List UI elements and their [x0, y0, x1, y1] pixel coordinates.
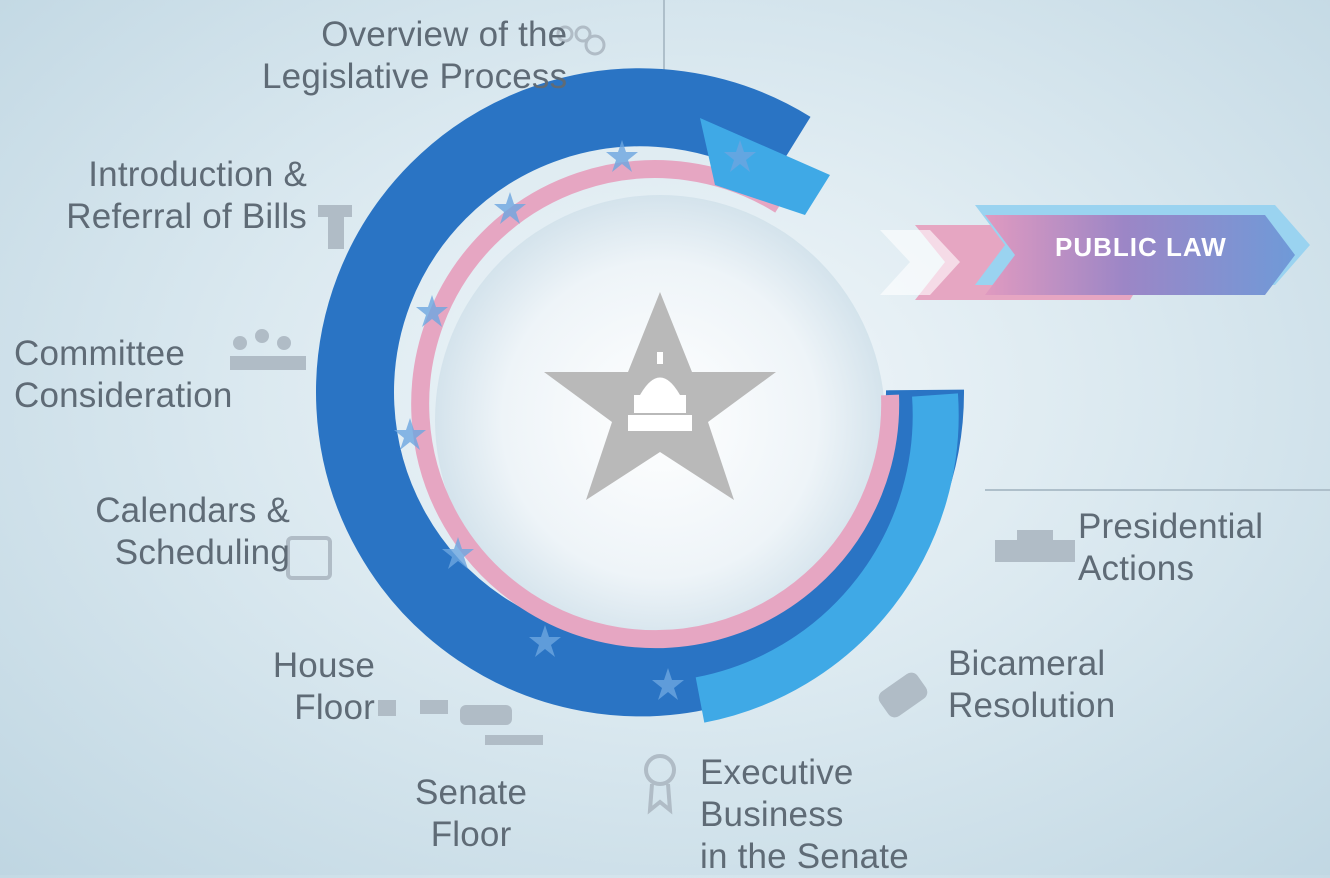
committee-person-2: [255, 329, 269, 343]
ring-light-blue: [695, 393, 959, 723]
step-executive-line-2: Business: [700, 795, 844, 834]
step-introduction-line-1: Introduction &: [88, 155, 307, 194]
capitol-body: [634, 395, 686, 413]
step-calendars[interactable]: Calendars & Scheduling: [95, 490, 290, 574]
podium-icon: [318, 205, 352, 249]
senate-icon-base: [485, 735, 543, 745]
step-introduction[interactable]: Introduction & Referral of Bills: [66, 154, 307, 238]
step-presidential-line-2: Actions: [1078, 549, 1195, 588]
step-executive-line-1: Executive: [700, 753, 854, 792]
ring-top-tail: [700, 118, 830, 215]
podium-stand: [328, 217, 344, 249]
overview-icon-head-1: [556, 25, 574, 43]
ring-star-5: [394, 418, 426, 450]
step-bicameral-line-1: Bicameral: [948, 644, 1106, 683]
step-overview[interactable]: Overview of the Legislative Process: [262, 14, 567, 98]
step-senate-floor[interactable]: Senate Floor: [415, 772, 527, 856]
step-committee[interactable]: Committee Consideration: [14, 333, 233, 417]
step-house-floor-line-1: House: [272, 646, 375, 685]
ring-star-8: [652, 668, 684, 700]
ring-pink: [411, 160, 900, 649]
step-overview-line-2: Legislative Process: [262, 57, 568, 96]
ring-star-2: [724, 140, 756, 172]
committee-person-3: [277, 336, 291, 350]
step-senate-floor-line-2: Floor: [430, 815, 512, 854]
calendar-frame: [286, 536, 332, 580]
step-executive-line-3: in the Senate: [700, 837, 909, 876]
step-executive[interactable]: Executive Business in the Senate: [700, 752, 909, 878]
capitol-spire: [657, 352, 663, 364]
house-icon-2: [420, 700, 448, 714]
committee-person-1: [233, 336, 247, 350]
bicameral-icon-hands: [878, 672, 928, 718]
calendar-icon: [286, 536, 332, 580]
step-house-floor-line-2: Floor: [294, 688, 375, 727]
step-committee-line-2: Consideration: [14, 376, 233, 415]
white-house-left-wing: [995, 540, 1017, 562]
step-bicameral[interactable]: Bicameral Resolution: [948, 643, 1115, 727]
public-law-label[interactable]: PUBLIC LAW: [1055, 232, 1227, 262]
ring-star-7: [529, 625, 561, 657]
capitol-dome: [640, 377, 680, 395]
overview-icon-head-2: [574, 25, 592, 43]
people-search-icon: [556, 25, 606, 56]
white-house-center: [1017, 530, 1053, 562]
step-house-floor[interactable]: House Floor: [273, 645, 375, 729]
ring-outer-blue: [316, 68, 965, 717]
award-medal: [644, 754, 676, 786]
committee-group-icon: [230, 329, 306, 370]
ring-star-6: [442, 537, 474, 569]
ring-stars: [394, 140, 756, 700]
house-icon-1: [378, 700, 396, 716]
award-ribbon-icon: [644, 754, 676, 815]
step-overview-line-1: Overview of the: [321, 15, 568, 54]
senate-icon-hands: [460, 705, 512, 725]
committee-table: [230, 356, 306, 370]
award-ribbon-tails: [647, 783, 673, 815]
step-bicameral-line-2: Resolution: [948, 686, 1116, 725]
step-calendars-line-1: Calendars &: [95, 491, 290, 530]
banner-arrow-glow: [880, 230, 960, 295]
step-presidential-line-1: Presidential: [1078, 507, 1264, 546]
ring-star-3: [494, 192, 526, 224]
step-senate-floor-line-1: Senate: [415, 773, 528, 812]
white-house-right-wing: [1053, 540, 1075, 562]
step-introduction-line-2: Referral of Bills: [66, 197, 307, 236]
step-committee-line-1: Committee: [14, 334, 186, 373]
step-presidential[interactable]: Presidential Actions: [1078, 506, 1263, 590]
bicameral-handshake-icon: [878, 672, 928, 718]
capitol-base: [628, 415, 692, 431]
banner-main: [985, 215, 1295, 295]
gavel-icon: [378, 700, 448, 716]
ring-star-1: [606, 140, 638, 172]
handshake-icon: [460, 705, 543, 745]
ring-star-4: [416, 295, 448, 327]
podium-top: [318, 205, 352, 217]
overview-icon-lens: [584, 34, 606, 56]
capitol-building: [628, 352, 692, 431]
step-calendars-line-2: Scheduling: [114, 533, 290, 572]
white-house-icon: [995, 530, 1075, 562]
